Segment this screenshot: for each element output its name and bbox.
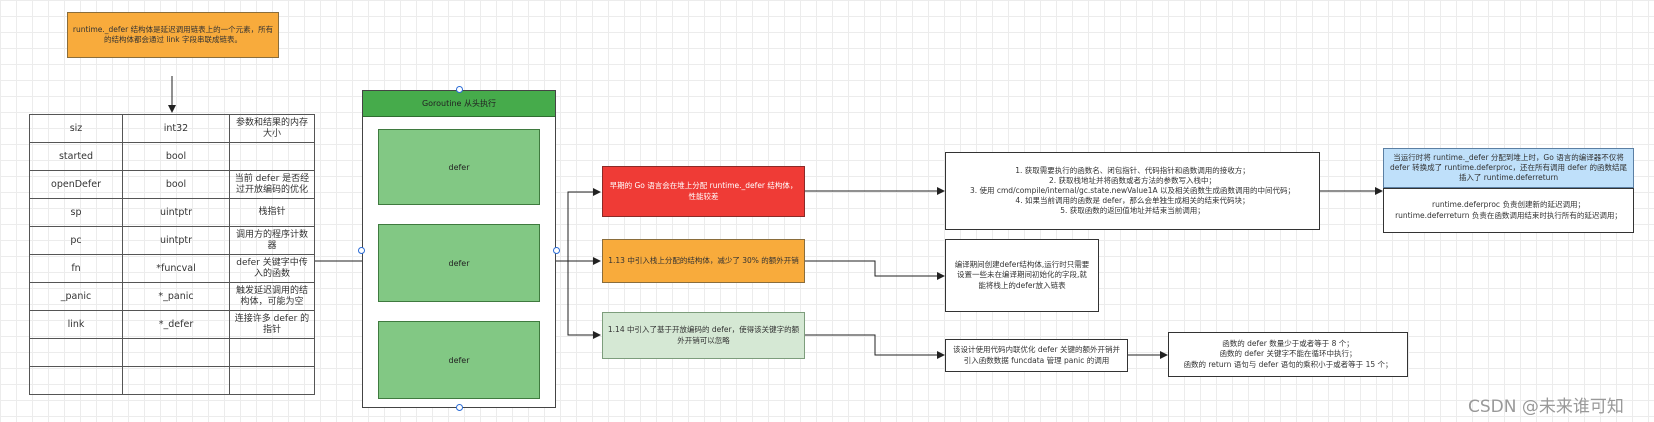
connection-handle-bottom[interactable] (456, 404, 463, 411)
defer-struct-note: runtime._defer 结构体是延迟调用链表上的一个元素，所有的结构体都会… (67, 12, 279, 58)
struct-cell-field (29, 338, 123, 367)
struct-cell-type: int32 (122, 114, 230, 143)
watermark: CSDN @未来谁可知 (1468, 397, 1624, 417)
goroutine-title: Goroutine 从头执行 (363, 91, 555, 117)
struct-cell-type: *funcval (122, 254, 230, 283)
stack-detail-box: 编译期间创建defer结构体,运行时只需要设置一些未在编译期间初始化的字段,就能… (945, 239, 1099, 312)
struct-cell-desc (229, 366, 315, 395)
open-detail-box: 该设计使用代码内联优化 defer 关键的额外开销并引入函数数据 funcdat… (945, 339, 1128, 372)
struct-cell-type: *_defer (122, 310, 230, 339)
struct-cell-field: siz (29, 114, 123, 143)
stack-alloc-version-box: 1.13 中引入栈上分配的结构体，减少了 30% 的额外开销 (602, 239, 805, 283)
heap-steps-box: 1. 获取需要执行的函数名、闭包指针、代码指针和函数调用的接收方； 2. 获取栈… (945, 152, 1320, 230)
struct-cell-type: uintptr (122, 198, 230, 227)
connection-handle-left[interactable] (358, 247, 365, 254)
struct-cell-desc: 连接许多 defer 的指针 (229, 310, 315, 339)
struct-cell-field: _panic (29, 282, 123, 311)
open-conditions-box: 函数的 defer 数量少于或者等于 8 个； 函数的 defer 关键字不能在… (1168, 332, 1408, 377)
struct-row (29, 366, 315, 395)
struct-cell-desc (229, 142, 315, 171)
defer-block-2: defer (378, 224, 540, 302)
goroutine-container: Goroutine 从头执行 defer defer defer (362, 90, 556, 408)
struct-cell-field: started (29, 142, 123, 171)
defer-block-1: defer (378, 129, 540, 205)
struct-cell-type: bool (122, 142, 230, 171)
struct-cell-type (122, 366, 230, 395)
struct-cell-desc (229, 338, 315, 367)
heap-alloc-header: 当运行时将 runtime._defer 分配到堆上时，Go 语言的编译器不仅将… (1383, 148, 1634, 188)
struct-cell-type (122, 338, 230, 367)
struct-cell-field: pc (29, 226, 123, 255)
struct-cell-field: openDefer (29, 170, 123, 199)
struct-cell-field: fn (29, 254, 123, 283)
struct-row (29, 338, 315, 367)
defer-block-3: defer (378, 321, 540, 399)
connection-handle-right[interactable] (553, 247, 560, 254)
open-coded-version-box: 1.14 中引入了基于开放编码的 defer，使得该关键字的额外开销可以忽略 (602, 312, 805, 359)
arrow-stack-to-detail (805, 260, 945, 280)
struct-cell-desc: 栈指针 (229, 198, 315, 227)
struct-cell-desc: 当前 defer 是否经过开放编码的优化 (229, 170, 315, 199)
struct-cell-field: sp (29, 198, 123, 227)
heap-alloc-version-box: 早期的 Go 语言会在堆上分配 runtime._defer 结构体，性能较差 (602, 166, 805, 217)
struct-cell-desc: 参数和结果的内存大小 (229, 114, 315, 143)
struct-cell-type: uintptr (122, 226, 230, 255)
heap-alloc-body: runtime.deferproc 负责创建新的延迟调用； runtime.de… (1383, 188, 1634, 233)
struct-cell-field (29, 366, 123, 395)
struct-cell-desc: defer 关键字中传入的函数 (229, 254, 315, 283)
struct-cell-desc: 触发延迟调用的结构体，可能为空 (229, 282, 315, 311)
struct-cell-type: *_panic (122, 282, 230, 311)
connection-handle-top[interactable] (456, 86, 463, 93)
struct-cell-field: link (29, 310, 123, 339)
arrow-open-to-detail (805, 334, 945, 359)
struct-cell-type: bool (122, 170, 230, 199)
struct-cell-desc: 调用方的程序计数器 (229, 226, 315, 255)
